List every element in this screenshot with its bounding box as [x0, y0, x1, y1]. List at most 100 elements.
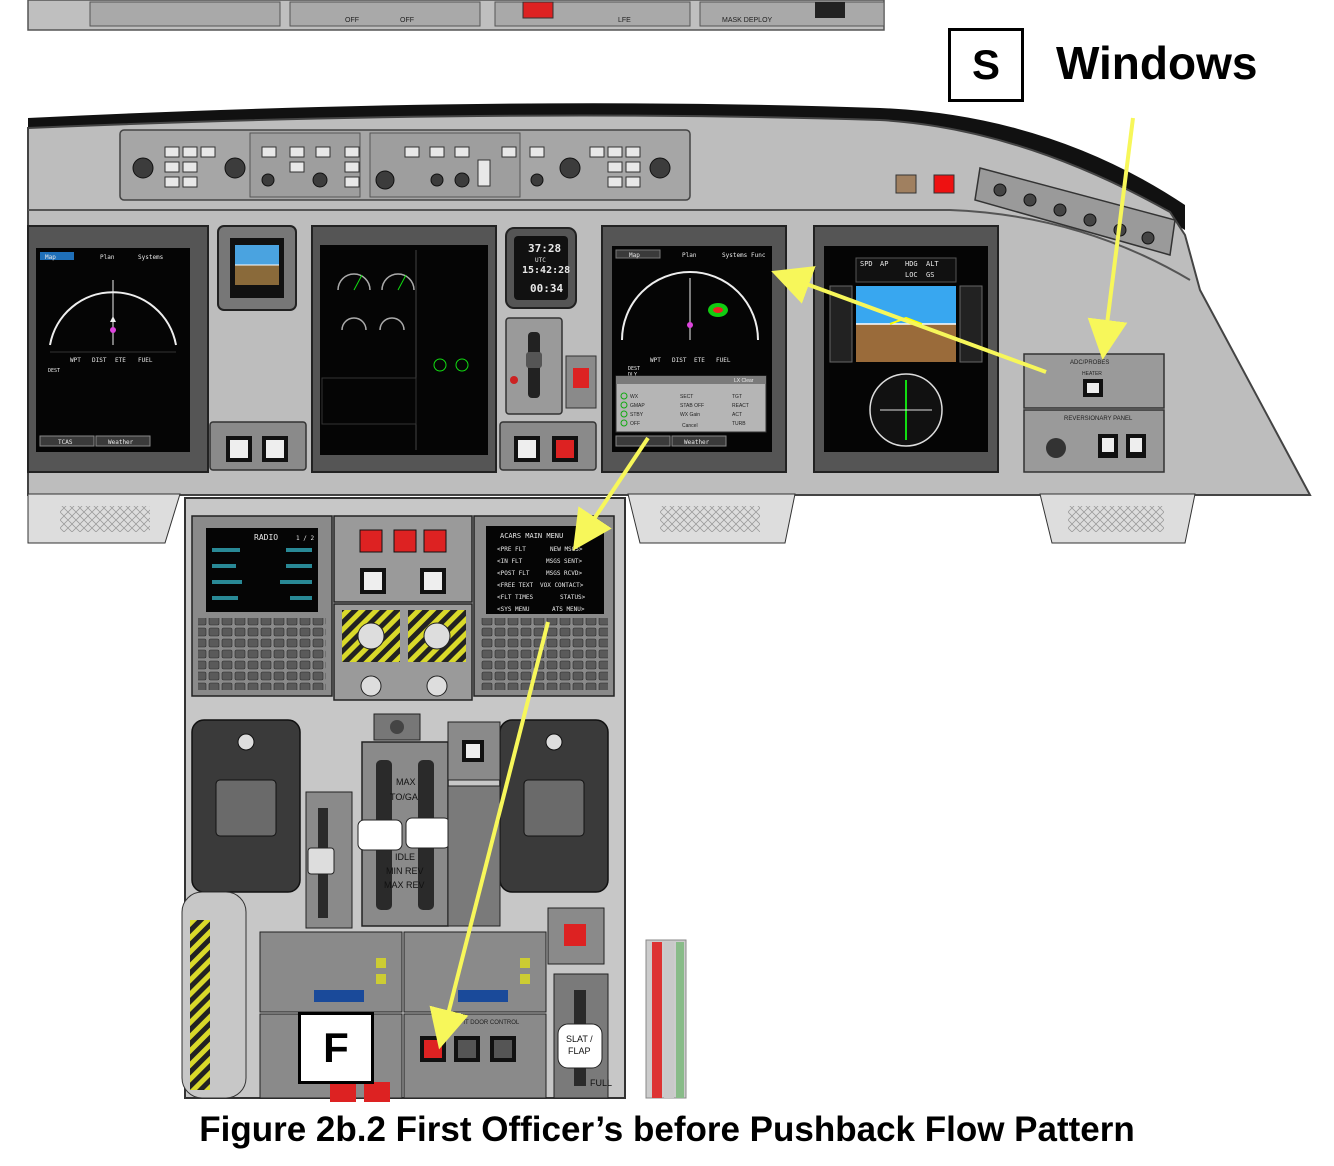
- clock-middle-readout: 15:42:28: [522, 265, 570, 276]
- acars-right-row: ATS MENU>: [552, 606, 585, 613]
- pfd-annunciator: ALT: [926, 260, 939, 268]
- start-callout-letter: S: [971, 41, 1000, 88]
- overhead-panel-strip: OFF OFF LFE MASK DEPLOY: [27, 0, 885, 31]
- mfd-tab: Systems: [138, 254, 164, 261]
- flow-arrow-2: [771, 266, 1047, 374]
- first-officer-mcdu: ACARS MAIN MENU <PRE FLT NEW MSGS> <IN F…: [473, 515, 615, 697]
- nav-row: DEST: [48, 368, 60, 374]
- nav-header: ETE: [694, 357, 705, 364]
- acars-title: ACARS MAIN MENU: [500, 532, 563, 540]
- finish-callout-letter: F: [323, 1024, 349, 1071]
- start-callout-label: Windows: [1056, 37, 1258, 89]
- nav-header: ETE: [115, 357, 126, 364]
- slat-flap-label-line1: SLAT /: [566, 1034, 593, 1044]
- weather-mode-label: OFF: [630, 421, 640, 427]
- adc-probes-panel: ADC/PROBES HEATER REVERSIONARY PANEL: [1023, 353, 1165, 473]
- throttle-detent-label: MIN REV: [386, 866, 424, 876]
- lower-pedestal-panels: COCKPIT DOOR CONTROL SLAT / FLAP FULL: [259, 907, 612, 1102]
- acars-left-row: <FREE TEXT: [497, 582, 534, 589]
- acars-right-row: NEW MSGS>: [550, 546, 583, 553]
- mfd-lower-tab: Weather: [684, 439, 710, 446]
- nav-header: FUEL: [138, 357, 153, 364]
- throttle-detent-label: MAX: [396, 777, 416, 787]
- clock-top-readout: 37:28: [528, 242, 561, 255]
- acars-right-row: STATUS>: [560, 594, 586, 601]
- nav-header: WPT: [70, 357, 81, 364]
- mfd-tab: Plan: [682, 252, 697, 259]
- clock-bottom-readout: 00:34: [530, 282, 563, 295]
- pfd-annunciator: LOC: [905, 271, 918, 279]
- acars-left-row: <SYS MENU: [497, 606, 530, 613]
- weather-mode-label: TURB: [732, 421, 746, 427]
- radio-mcdu-title: RADIO: [254, 533, 278, 542]
- clock: 37:28 UTC 15:42:28 00:34: [505, 227, 577, 309]
- mfd-tab: Map: [45, 254, 56, 261]
- landing-gear-panel: [499, 317, 597, 471]
- acars-right-row: MSGS SENT>: [546, 558, 583, 565]
- weather-mode-label: GMAP: [630, 403, 645, 409]
- weather-mode-label: REACT: [732, 403, 749, 409]
- figure-caption: Figure 2b.2 First Officer’s before Pushb…: [199, 1110, 1135, 1149]
- acars-left-row: <FLT TIMES: [497, 594, 534, 601]
- nav-header: DIST: [672, 357, 687, 364]
- weather-mode-label: WX: [630, 394, 639, 400]
- flow-arrow-1: [1087, 117, 1135, 360]
- weather-mode-label: ACT: [732, 412, 742, 418]
- weather-mode-label: WX Gain: [680, 412, 700, 418]
- nav-row: DEST: [628, 366, 640, 372]
- captain-mfd: Map Plan Systems WPT DIST ETE FUEL DEST …: [27, 225, 209, 473]
- acars-left-row: <PRE FLT: [497, 546, 526, 553]
- flow-arrow-3: [572, 436, 650, 551]
- pfd-annunciator: HDG: [905, 260, 918, 268]
- weather-mode-label: SECT: [680, 394, 693, 400]
- acars-right-row: MSGS RCVD>: [546, 570, 583, 577]
- slat-flap-label-line2: FLAP: [568, 1046, 591, 1056]
- throttle-detent-label: MAX REV: [384, 880, 425, 890]
- lower-vents: [27, 493, 1196, 544]
- slat-flap-full-label: FULL: [590, 1078, 612, 1088]
- pfd-annunciator: SPD: [860, 260, 873, 268]
- mfd-lower-tab: Weather: [108, 439, 134, 446]
- overhead-label: OFF: [345, 17, 359, 24]
- acars-left-row: <IN FLT: [497, 558, 523, 565]
- nav-header: WPT: [650, 357, 661, 364]
- eicas-display: [311, 225, 497, 473]
- throttle-quadrant: MAX TO/GA IDLE MIN REV MAX REV: [305, 713, 501, 929]
- flow-arrow-4: [429, 621, 550, 1050]
- overhead-label: MASK DEPLOY: [722, 17, 773, 24]
- acars-left-row: <POST FLT: [497, 570, 530, 577]
- pfd-annunciator: GS: [926, 271, 934, 279]
- captain-mcdu: RADIO 1 / 2: [191, 515, 333, 697]
- clock-label: UTC: [535, 257, 546, 264]
- pfd-annunciator: AP: [880, 260, 888, 268]
- nav-row: DLY: [628, 372, 637, 378]
- left-console: [181, 891, 687, 1099]
- radio-mcdu-page: 1 / 2: [296, 535, 314, 542]
- adc-probes-title: ADC/PROBES: [1070, 360, 1109, 366]
- first-officer-mfd: Map Plan Systems Func WPT DIST ETE FUEL …: [601, 225, 787, 473]
- cockpit-door-title: COCKPIT DOOR CONTROL: [442, 1020, 520, 1026]
- flow-arrows: [429, 117, 1135, 1050]
- weather-mode-label: STBY: [630, 412, 644, 418]
- engine-fire-panel: [333, 515, 473, 701]
- center-pedestal: RADIO 1 / 2: [184, 497, 626, 1102]
- overhead-label: LFE: [618, 17, 631, 24]
- first-officer-pfd: SPD AP HDG ALT LOC GS: [813, 225, 999, 473]
- nav-header: DIST: [92, 357, 107, 364]
- mfd-tab: Systems: [722, 252, 748, 259]
- mfd-tab: Func: [751, 252, 766, 259]
- weather-mode-label: STAB OFF: [680, 403, 704, 409]
- weather-mode-label: TGT: [732, 394, 742, 400]
- captain-display-controller: [209, 421, 307, 471]
- weather-mode-label: LX Clear: [734, 378, 754, 384]
- nav-header: FUEL: [716, 357, 731, 364]
- standby-instrument: [217, 225, 297, 311]
- mfd-tab: Map: [629, 252, 640, 259]
- start-callout-box: S: [948, 28, 1024, 102]
- overhead-label: OFF: [400, 17, 414, 24]
- mfd-tab: Plan: [100, 254, 115, 261]
- finish-callout-box: F: [298, 1012, 374, 1084]
- throttle-detent-label: TO/GA: [390, 792, 418, 802]
- adc-probes-button-label: HEATER: [1082, 371, 1102, 377]
